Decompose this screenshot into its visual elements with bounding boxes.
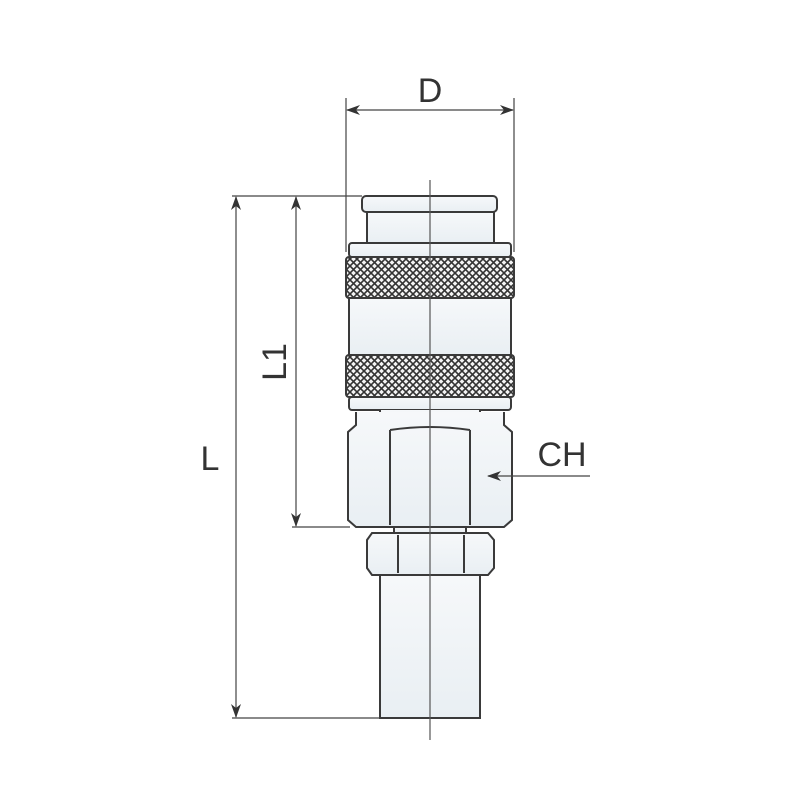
label-d: D	[418, 72, 443, 110]
label-l1: L1	[256, 343, 294, 381]
label-l: L	[201, 440, 220, 478]
hex-nut-faces	[397, 535, 465, 573]
label-ch: CH	[537, 436, 586, 474]
dimensions	[231, 98, 590, 719]
